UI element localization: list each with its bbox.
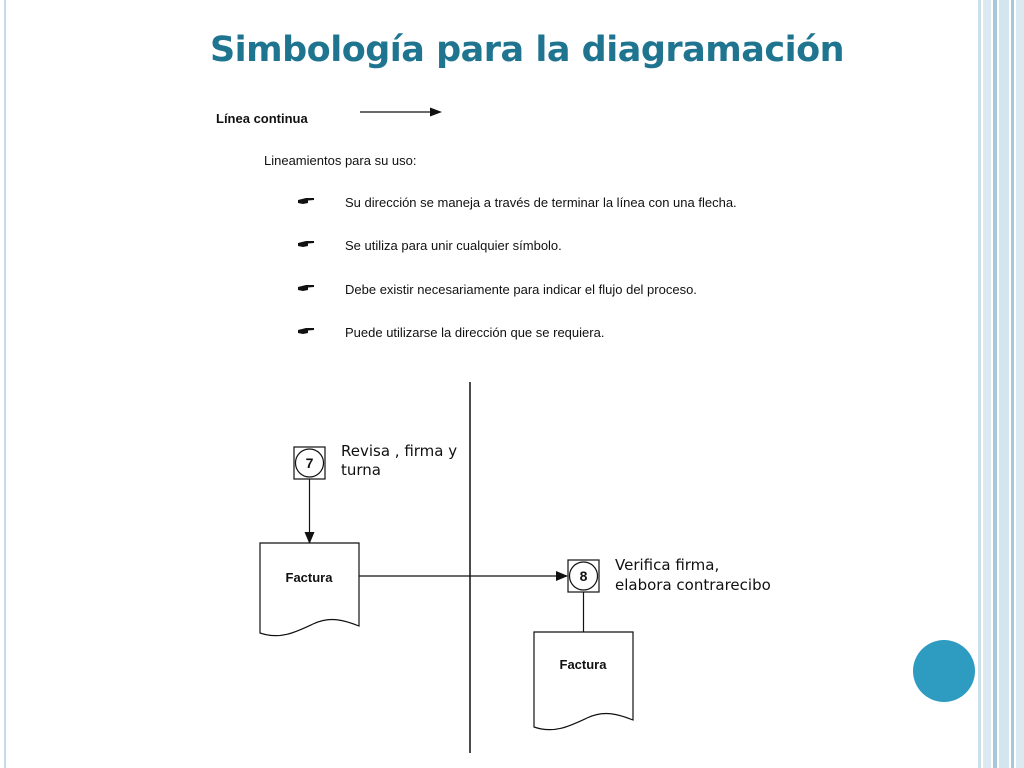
pointing-hand-icon (298, 241, 314, 247)
right-arrow-icon (360, 107, 442, 117)
step-7-number: 7 (306, 455, 314, 471)
document-shape-factura-2: Factura (533, 631, 634, 731)
list-item-text: Debe existir necesariamente para indicar… (345, 282, 697, 297)
accent-circle (913, 640, 975, 702)
step-7-text-line2: turna (341, 461, 381, 479)
document-label: Factura (286, 570, 334, 585)
lineamientos-heading: Lineamientos para su uso: (264, 153, 417, 168)
step-8-text-line2: elabora contrarecibo (615, 576, 771, 594)
left-border-line (4, 0, 6, 768)
linea-continua-label: Línea continua (216, 111, 308, 126)
step-8-number: 8 (580, 568, 588, 584)
list-item-text: Se utiliza para unir cualquier símbolo. (345, 238, 562, 253)
list-item-text: Puede utilizarse la dirección que se req… (345, 325, 605, 340)
step-8-text-line1: Verifica firma, (615, 556, 719, 574)
pointing-hand-icon (298, 285, 314, 291)
step-7-connector: 7 (293, 446, 326, 480)
step-8-connector: 8 (567, 559, 600, 593)
document-shape-factura-1: Factura (259, 542, 360, 637)
step-7-text-line1: Revisa , firma y (341, 442, 457, 460)
right-decorative-stripes (976, 0, 1024, 768)
document-label: Factura (560, 657, 608, 672)
pointing-hand-icon (298, 198, 314, 204)
pointing-hand-icon (298, 328, 314, 334)
list-item-text: Su dirección se maneja a través de termi… (345, 195, 737, 210)
page-title: Simbología para la diagramación (209, 30, 845, 70)
